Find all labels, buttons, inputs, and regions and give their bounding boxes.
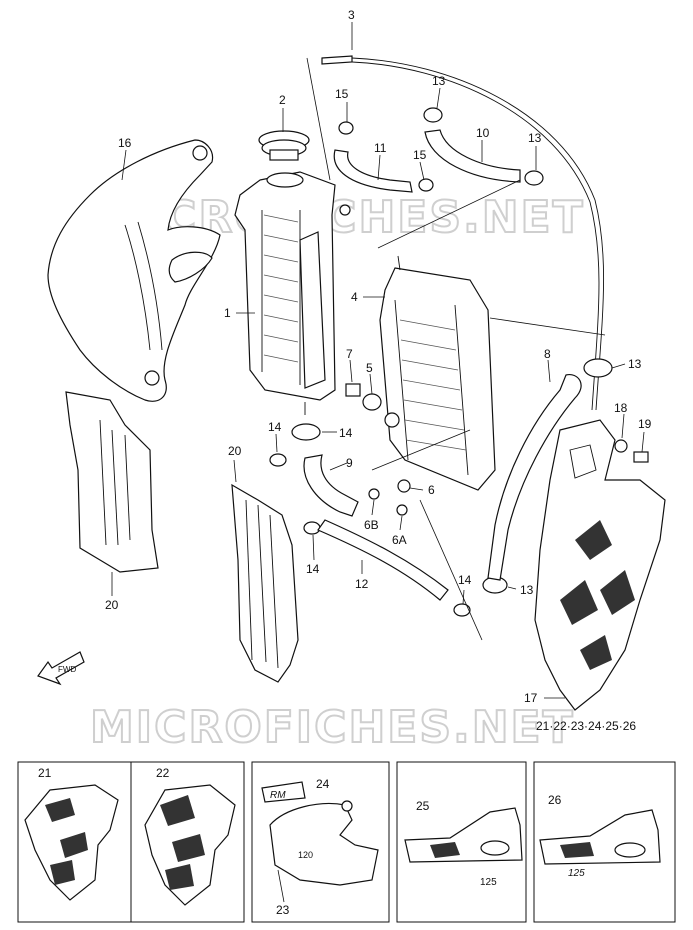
left-radiator bbox=[234, 171, 351, 415]
svg-text:22: 22 bbox=[156, 766, 170, 780]
callout-16: 16 bbox=[118, 136, 132, 150]
bolt-7 bbox=[345, 383, 361, 397]
callout-18: 18 bbox=[614, 401, 628, 415]
panel-22: 22 bbox=[130, 761, 245, 923]
callout-15: 15 bbox=[413, 148, 427, 162]
callout-10: 10 bbox=[476, 126, 490, 140]
upper-hose-10 bbox=[424, 129, 521, 183]
callout-6a: 6A bbox=[392, 533, 407, 547]
lower-hose-8 bbox=[487, 373, 582, 581]
washer-18 bbox=[614, 439, 628, 453]
svg-text:23: 23 bbox=[276, 903, 290, 917]
panel-25: 25 125 bbox=[396, 761, 527, 923]
svg-text:125: 125 bbox=[568, 868, 585, 879]
callout-set: 21·22·23·24·25·26 bbox=[536, 719, 636, 733]
panel-26: 26 125 bbox=[533, 761, 676, 923]
svg-text:26: 26 bbox=[548, 793, 562, 807]
overflow-hose bbox=[321, 55, 605, 411]
callout-20: 20 bbox=[105, 598, 119, 612]
bolt-19 bbox=[633, 451, 649, 463]
left-radiator-shroud bbox=[47, 139, 221, 402]
callout-14: 14 bbox=[268, 420, 282, 434]
svg-text:21: 21 bbox=[38, 766, 52, 780]
callout-14: 14 bbox=[458, 573, 472, 587]
radiator-cap bbox=[258, 130, 310, 161]
callout-13: 13 bbox=[432, 74, 446, 88]
svg-text:120: 120 bbox=[298, 850, 313, 860]
callout-11: 11 bbox=[374, 141, 387, 155]
callout-2: 2 bbox=[279, 93, 286, 107]
callout-4: 4 bbox=[351, 290, 358, 304]
guide-lines bbox=[306, 57, 606, 641]
collar-5 bbox=[362, 393, 382, 411]
callout-6: 6 bbox=[428, 483, 435, 497]
callout-1: 1 bbox=[224, 306, 231, 320]
svg-text:RM: RM bbox=[270, 790, 286, 801]
callout-13: 13 bbox=[528, 131, 542, 145]
callout-9: 9 bbox=[346, 456, 353, 470]
right-radiator-shroud bbox=[534, 419, 666, 711]
hose-clamps bbox=[269, 107, 613, 617]
callout-13: 13 bbox=[520, 583, 534, 597]
callout-5: 5 bbox=[366, 361, 373, 375]
svg-text:24: 24 bbox=[316, 777, 330, 791]
callout-20: 20 bbox=[228, 444, 242, 458]
callout-3: 3 bbox=[348, 8, 355, 22]
callout-17: 17 bbox=[524, 691, 538, 705]
callout-19: 19 bbox=[638, 417, 652, 431]
callout-15: 15 bbox=[335, 87, 349, 101]
svg-text:FWD: FWD bbox=[58, 665, 76, 674]
callout-14: 14 bbox=[306, 562, 320, 576]
panel-23-24: 24 RM 120 23 bbox=[251, 761, 390, 923]
callout-13: 13 bbox=[628, 357, 642, 371]
upper-hose-11 bbox=[333, 149, 413, 193]
radiator-guard-center bbox=[231, 483, 299, 683]
callout-12: 12 bbox=[355, 577, 369, 591]
callout-8: 8 bbox=[544, 347, 551, 361]
lower-hose-9 bbox=[303, 454, 359, 517]
bypass-hose-12 bbox=[317, 519, 449, 601]
svg-text:25: 25 bbox=[416, 799, 430, 813]
bolts-6 bbox=[368, 479, 411, 516]
panel-21: 21 bbox=[17, 761, 132, 923]
leader-lines bbox=[111, 22, 645, 699]
callout-6b: 6B bbox=[364, 518, 379, 532]
right-radiator bbox=[379, 255, 496, 491]
fwd-arrow: FWD bbox=[37, 651, 85, 686]
callout-7: 7 bbox=[346, 347, 353, 361]
radiator-guard-left bbox=[65, 391, 159, 573]
watermark-bottom: MICROFICHES.NET bbox=[90, 702, 575, 753]
callout-14: 14 bbox=[339, 426, 353, 440]
svg-text:125: 125 bbox=[480, 877, 497, 888]
